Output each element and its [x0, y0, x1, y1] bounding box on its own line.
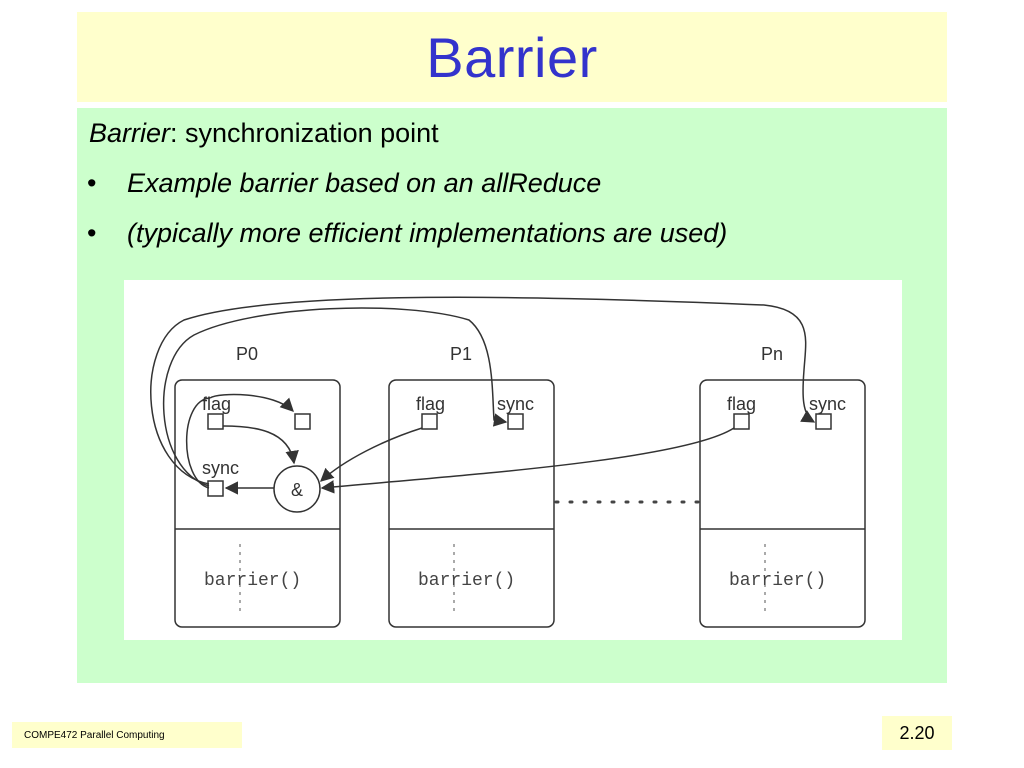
bullet-symbol: • [87, 168, 97, 198]
flag-label-p1: flag [416, 394, 445, 414]
sync-label-p1: sync [497, 394, 534, 414]
process-box-pn [699, 379, 866, 628]
sync-square-p0 [207, 480, 224, 497]
flag-square-p1 [421, 413, 438, 430]
code-p0: barrier() [204, 571, 301, 591]
sync-label-p0: sync [202, 458, 239, 478]
arrow-flag-to-and-p0 [222, 425, 299, 465]
and-node [273, 465, 321, 513]
footer-course: COMPE472 Parallel Computing [12, 722, 242, 748]
process-name-p1: P1 [450, 344, 472, 364]
sync-square-pn [815, 413, 832, 430]
definition-text: : synchronization point [170, 118, 439, 148]
process-box-p1 [388, 379, 555, 628]
barrier-diagram: P0 P1 Pn flag sync & flag sync flag sync [124, 280, 902, 640]
barrier-diagram-svg: P0 P1 Pn flag sync & flag sync flag sync [150, 296, 866, 628]
flag-label-pn: flag [727, 394, 756, 414]
arrow-flag-to-square-p0 [209, 393, 294, 412]
content-area: Barrier: synchronization point • Example… [77, 108, 947, 683]
bullet-symbol: • [87, 218, 97, 248]
flag-square-p0 [207, 413, 224, 430]
code-p1: barrier() [418, 571, 515, 591]
definition-line: Barrier: synchronization point [89, 118, 439, 149]
sync-square-p1 [507, 413, 524, 430]
process-box-p0 [174, 379, 341, 628]
footer-page-number: 2.20 [882, 716, 952, 750]
arrow-sync-to-pn [150, 296, 816, 485]
flag-target-square-p0 [294, 413, 311, 430]
process-name-p0: P0 [236, 344, 258, 364]
arrow-sync-to-p1 [162, 307, 508, 487]
arrow-flag-p1-to-and [320, 427, 423, 482]
and-symbol: & [291, 480, 303, 500]
flag-square-pn [733, 413, 750, 430]
bullet-item-2: • (typically more efficient implementati… [87, 218, 727, 249]
process-name-pn: Pn [761, 344, 783, 364]
bullet-text-1: Example barrier based on an allReduce [127, 168, 602, 198]
bullet-item-1: • Example barrier based on an allReduce [87, 168, 601, 199]
flag-label-p0: flag [202, 394, 231, 414]
code-pn: barrier() [729, 571, 826, 591]
arrow-flag-pn-to-and [320, 427, 735, 494]
sync-label-pn: sync [809, 394, 846, 414]
bullet-text-2: (typically more efficient implementation… [127, 218, 728, 248]
slide-title: Barrier [426, 25, 598, 89]
definition-term: Barrier [89, 118, 171, 148]
title-band: Barrier [77, 12, 947, 102]
